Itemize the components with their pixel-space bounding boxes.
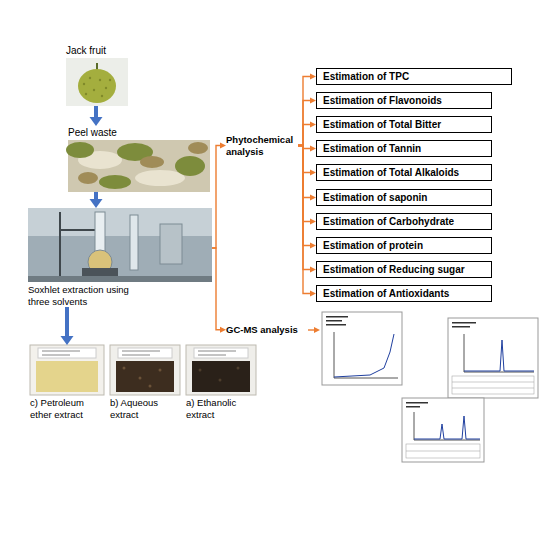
connector-line bbox=[94, 106, 98, 117]
connector-line bbox=[298, 125, 310, 146]
jackfruit-photo bbox=[66, 58, 128, 106]
connector bbox=[90, 192, 103, 208]
gcms-chart bbox=[322, 312, 402, 385]
ethanolic-extract-photo bbox=[186, 345, 256, 395]
arrow-head bbox=[90, 117, 103, 126]
node-text: a) Ethanolic extract bbox=[186, 397, 256, 420]
connector-line bbox=[298, 77, 310, 146]
process-box: Estimation of Tannin bbox=[316, 140, 492, 157]
process-box: Estimation of Total Alkaloids bbox=[316, 164, 492, 181]
node-text: Estimation of protein bbox=[323, 240, 485, 251]
arrow-head bbox=[90, 199, 103, 208]
soxhlet-photo bbox=[28, 208, 212, 282]
arrow-head bbox=[220, 327, 226, 333]
node-text: Estimation of saponin bbox=[323, 192, 485, 203]
arrow-head bbox=[61, 336, 74, 345]
connector bbox=[298, 146, 316, 152]
node-text: Estimation of Tannin bbox=[323, 143, 485, 154]
connector bbox=[298, 122, 316, 146]
analysis-label: GC-MS analysis bbox=[226, 324, 306, 336]
connector bbox=[298, 146, 316, 225]
photo-step: Peel waste bbox=[68, 126, 210, 192]
connector-line bbox=[298, 146, 310, 294]
node-text: Estimation of Antioxidants bbox=[323, 288, 485, 299]
process-box: Estimation of Total Bitter bbox=[316, 116, 492, 133]
node-text: Phytochemical analysis bbox=[226, 134, 298, 157]
node-text: GC-MS analysis bbox=[226, 324, 306, 336]
connector-line bbox=[212, 146, 220, 249]
connector-line bbox=[65, 307, 69, 336]
process-box: Estimation of protein bbox=[316, 237, 492, 254]
node-text: Estimation of Flavonoids bbox=[323, 95, 485, 106]
photo-step: Jack fruit bbox=[66, 44, 128, 106]
connector-line bbox=[212, 248, 220, 330]
node-text: Jack fruit bbox=[66, 44, 128, 58]
node-text: Estimation of Reducing sugar bbox=[323, 264, 485, 275]
connector-line bbox=[298, 146, 310, 222]
connector bbox=[298, 146, 316, 249]
connector-line bbox=[94, 192, 98, 199]
process-box: Estimation of Flavonoids bbox=[316, 92, 492, 109]
analysis-label: Phytochemical analysis bbox=[226, 134, 298, 157]
node-text: Estimation of Total Alkaloids bbox=[323, 167, 485, 178]
connector bbox=[298, 146, 316, 176]
peel-waste-photo bbox=[66, 140, 210, 192]
node-text: Estimation of Total Bitter bbox=[323, 119, 485, 130]
gcms-chart bbox=[402, 398, 484, 462]
node-text: c) Petroleum ether extract bbox=[30, 397, 104, 420]
connector bbox=[212, 143, 226, 249]
gcms-arrow bbox=[308, 327, 320, 333]
gcms-chart bbox=[448, 318, 538, 398]
photo-step: c) Petroleum ether extract bbox=[30, 345, 104, 420]
connector bbox=[298, 74, 316, 146]
process-box: Estimation of Antioxidants bbox=[316, 285, 492, 302]
connector-line bbox=[298, 146, 310, 270]
connector bbox=[298, 98, 316, 146]
connector-line bbox=[298, 101, 310, 146]
connector bbox=[212, 248, 226, 333]
connector bbox=[298, 146, 316, 201]
connector-line bbox=[298, 146, 310, 198]
photo-step: Soxhlet extraction using three solvents bbox=[28, 208, 212, 307]
node-text: Peel waste bbox=[68, 126, 210, 140]
node-text: Soxhlet extraction using three solvents bbox=[28, 284, 146, 307]
process-box: Estimation of Reducing sugar bbox=[316, 261, 492, 278]
connector bbox=[298, 146, 316, 297]
connector-line bbox=[298, 146, 310, 246]
connector bbox=[61, 307, 74, 345]
aqueous-extract-photo bbox=[110, 345, 180, 395]
photo-step: a) Ethanolic extract bbox=[186, 345, 256, 420]
node-text: Estimation of TPC bbox=[323, 71, 505, 82]
connector bbox=[90, 106, 103, 126]
petroleum-extract-photo bbox=[30, 345, 104, 395]
node-text: b) Aqueous extract bbox=[110, 397, 180, 420]
connector bbox=[298, 146, 316, 273]
process-box: Estimation of Carbohydrate bbox=[316, 213, 492, 230]
node-text: Estimation of Carbohydrate bbox=[323, 216, 485, 227]
photo-step: b) Aqueous extract bbox=[110, 345, 180, 420]
arrow-head bbox=[220, 143, 226, 149]
process-box: Estimation of TPC bbox=[316, 68, 512, 85]
process-box: Estimation of saponin bbox=[316, 189, 492, 206]
connector-line bbox=[298, 146, 310, 173]
